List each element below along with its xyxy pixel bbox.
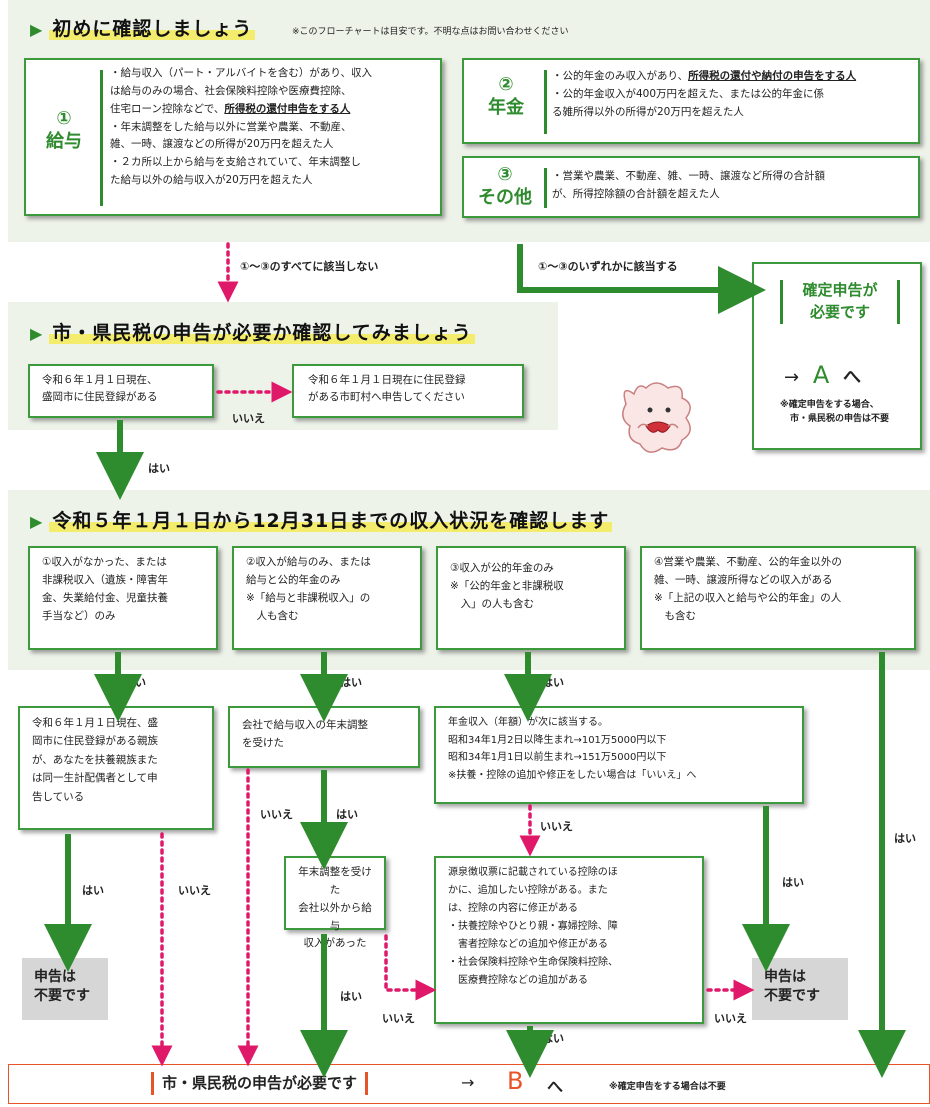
final-arrow: → [461, 1073, 475, 1092]
triangle-icon: ▶ [30, 512, 44, 531]
no-label: いいえ [382, 1012, 415, 1025]
case1-box: ①収入がなかった、または 非課税収入（遺族・障害年 金、失業給付金、児童扶養 手… [28, 546, 218, 650]
no-label: いいえ [714, 1012, 747, 1025]
other-text: ・営業や農業、不動産、雑、一時、譲渡など所得の合計額 が、所得控除額の合計額を超… [552, 170, 825, 200]
final-note: ※確定申告をする場合は不要 [609, 1082, 726, 1092]
final-bar: 市・県民税の申告が必要です → B へ ※確定申告をする場合は不要 [8, 1064, 930, 1104]
section1-note: ※このフローチャートは目安です。不明な点はお問い合わせください [292, 27, 569, 37]
section1-title: ▶初めに確認しましょう [30, 14, 256, 41]
no-label: いいえ [178, 884, 211, 897]
other-label: ③ その他 [478, 164, 532, 208]
yes-label: はい [336, 808, 358, 821]
kakutei-note: ※確定申告をする場合、 市・県民税の申告は不要 [780, 400, 890, 425]
salary-text: ・給与収入（パート・アルバイトを含む）があり、収入 は給与のみの場合、社会保険料… [110, 67, 372, 187]
no-label: いいえ [260, 808, 293, 821]
kakutei-goto: → A へ [784, 361, 861, 389]
no-arrow [384, 934, 437, 1001]
pension-label: ② 年金 [488, 74, 524, 118]
salary-label: ① 給与 [46, 108, 82, 152]
pension-text: ・公的年金のみ収入があり、所得税の還付や納付の申告をする人 ・公的年金収入が40… [552, 70, 857, 118]
box-salary: ① 給与 ・給与収入（パート・アルバイトを含む）があり、収入 は給与のみの場合、… [24, 58, 442, 216]
yes-label: はい [340, 990, 362, 1003]
no-label: いいえ [540, 820, 573, 833]
case2-box: ②収入が給与のみ、または 給与と公的年金のみ ※「給与と非課税収入」の 人も含む [232, 546, 422, 650]
additional-deduction-box: 源泉徴収票に記載されている控除のほ かに、追加したい控除がある。また は、控除の… [434, 856, 704, 1024]
case4-box: ④営業や農業、不動産、公的年金以外の 雑、一時、譲渡所得などの収入がある ※「上… [640, 546, 916, 650]
divider [544, 70, 547, 134]
triangle-icon: ▶ [30, 20, 44, 39]
kakutei-title: 確定申告が 必要です [780, 280, 900, 324]
none-applies-label: ①～③のすべてに該当しない [240, 260, 379, 273]
yes-label: はい [782, 876, 804, 889]
yes-arrow [517, 244, 766, 314]
final-title: 市・県民税の申告が必要です [151, 1072, 369, 1095]
box-other-city: 令和６年１月１日現在に住民登録 がある市町村へ申告してください [292, 364, 524, 418]
case3-box: ③収入が公的年金のみ ※「公的年金と非課税収 入」の人も含む [436, 546, 626, 650]
pension-income-box: 年金収入（年額）が次に該当する。 昭和34年1月2日以降生まれ→101万5000… [434, 706, 804, 804]
any-applies-label: ①～③のいずれかに該当する [538, 260, 678, 273]
yes-label: はい [82, 884, 104, 897]
section2-title: ▶市・県民税の申告が必要か確認してみましょう [30, 318, 475, 345]
box-residency: 令和６年１月１日現在、 盛岡市に住民登録がある [28, 364, 214, 418]
final-suffix: へ [547, 1077, 564, 1096]
divider [100, 70, 103, 206]
yes-label: はい [894, 832, 916, 845]
yes-label: はい [148, 462, 170, 475]
no-label: いいえ [232, 412, 265, 425]
mascot-image [622, 382, 691, 453]
divider [544, 168, 547, 208]
kakutei-box: 確定申告が 必要です → A へ ※確定申告をする場合、 市・県民税の申告は不要 [752, 262, 922, 450]
section3-title: ▶令和５年１月１日から12月31日までの収入状況を確認します [30, 506, 613, 533]
triangle-icon: ▶ [30, 324, 44, 343]
box-other: ③ その他 ・営業や農業、不動産、雑、一時、譲渡など所得の合計額 が、所得控除額… [462, 156, 920, 218]
not-needed-box: 申告は 不要です [22, 958, 108, 1020]
box-pension: ② 年金 ・公的年金のみ収入があり、所得税の還付や納付の申告をする人 ・公的年金… [462, 58, 920, 144]
